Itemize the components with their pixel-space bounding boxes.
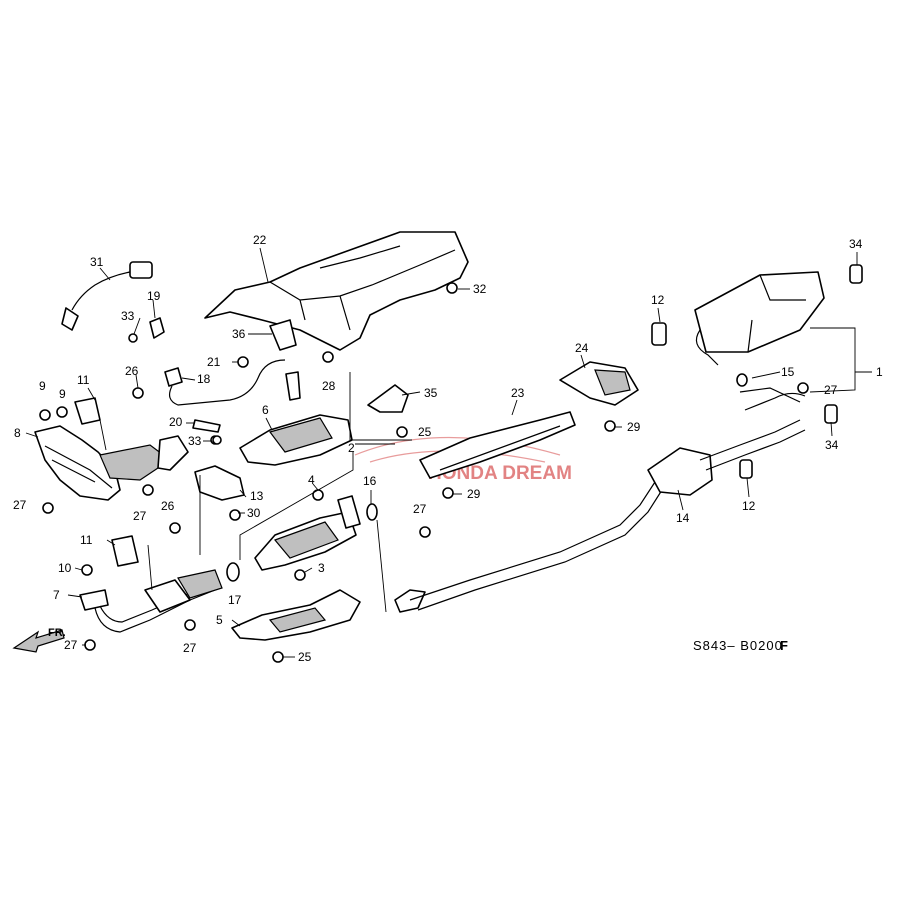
callout-32: 32	[473, 282, 487, 296]
catalytic-converter-center[interactable]	[254, 495, 361, 571]
gasket-clip[interactable]	[128, 317, 165, 343]
reference-code: S843– B0200	[693, 638, 783, 653]
middle-pipe-resonator[interactable]	[394, 419, 806, 613]
callout-24: 24	[575, 341, 589, 355]
callout-14: 14	[676, 511, 690, 525]
oxygen-sensor-mid[interactable]	[164, 359, 301, 406]
callout-3: 3	[318, 561, 325, 575]
callout-18: 18	[197, 372, 211, 386]
callout-31: 31	[90, 255, 104, 269]
callout-12-a: 12	[651, 293, 665, 307]
callout-27-f: 27	[824, 383, 838, 397]
callout-20: 20	[169, 415, 183, 429]
callout-29-b: 29	[467, 487, 481, 501]
bracket[interactable]	[269, 319, 297, 351]
callout-33-a: 33	[121, 309, 135, 323]
callout-17: 17	[228, 593, 242, 607]
callout-27-a: 27	[13, 498, 27, 512]
callout-27-b: 27	[133, 509, 147, 523]
revision-mark: F	[780, 638, 789, 653]
callout-25-b: 25	[418, 425, 432, 439]
leader-lines	[25, 247, 872, 658]
heat-shield-upper[interactable]	[204, 231, 469, 351]
watermark-text: HONDA DREAM	[428, 463, 572, 484]
callout-10: 10	[58, 561, 72, 575]
callout-7: 7	[53, 588, 60, 602]
bracket-hanger[interactable]	[194, 465, 245, 501]
callout-2: 2	[348, 441, 355, 455]
catalytic-converter-upper[interactable]	[239, 414, 353, 466]
callout-36: 36	[232, 327, 246, 341]
callout-9-b: 9	[59, 387, 66, 401]
callout-23: 23	[511, 386, 525, 400]
callout-numbers: 22 32 36 31 19 33 28 21 18 9 9 11 26 8 2…	[13, 233, 883, 664]
callout-9-a: 9	[39, 379, 46, 393]
callout-22: 22	[253, 233, 267, 247]
gasket-ring[interactable]	[226, 562, 240, 582]
callout-26-a: 26	[125, 364, 139, 378]
callout-34-b: 34	[825, 438, 839, 452]
callout-11-b: 11	[80, 533, 93, 547]
callout-5: 5	[216, 613, 223, 627]
front-label: FR.	[48, 627, 66, 639]
callout-21: 21	[207, 355, 221, 369]
front-pipe[interactable]	[79, 569, 223, 633]
heat-shield-mid[interactable]	[419, 411, 576, 479]
callout-34-a: 34	[849, 237, 863, 251]
callout-35: 35	[424, 386, 438, 400]
callout-19: 19	[147, 289, 161, 303]
callout-27-e: 27	[413, 502, 427, 516]
oxygen-sensor-upper[interactable]	[61, 261, 153, 331]
callout-16: 16	[363, 474, 377, 488]
callout-25-a: 25	[298, 650, 312, 664]
callout-4: 4	[308, 473, 315, 487]
callout-15: 15	[781, 365, 795, 379]
callout-1: 1	[876, 365, 883, 379]
callout-33-b: 33	[188, 434, 202, 448]
callout-27-d: 27	[183, 641, 197, 655]
bracket-upper[interactable]	[74, 397, 101, 425]
callout-28: 28	[322, 379, 336, 393]
callout-12-b: 12	[742, 499, 756, 513]
callout-26-b: 26	[161, 499, 175, 513]
callout-29-a: 29	[627, 420, 641, 434]
nut[interactable]	[237, 356, 249, 368]
rubber-hanger[interactable]	[651, 264, 863, 479]
diagram-reference: S843– B0200 F	[693, 638, 789, 653]
callout-27-c: 27	[64, 638, 78, 652]
muffler[interactable]	[694, 271, 825, 411]
callout-11-a: 11	[77, 373, 90, 387]
callout-8: 8	[14, 426, 21, 440]
exhaust-manifold[interactable]	[34, 425, 189, 501]
watermark: HONDA DREAM	[354, 436, 572, 484]
gasket[interactable]	[366, 373, 748, 521]
callout-6: 6	[262, 403, 269, 417]
heat-shield-lower[interactable]	[231, 589, 361, 641]
callout-30: 30	[247, 506, 261, 520]
callout-13: 13	[250, 489, 264, 503]
front-direction-marker: FR.	[12, 627, 66, 653]
bracket-lower[interactable]	[111, 535, 139, 567]
heat-cover[interactable]	[367, 384, 409, 413]
heat-cover-right[interactable]	[559, 361, 639, 406]
